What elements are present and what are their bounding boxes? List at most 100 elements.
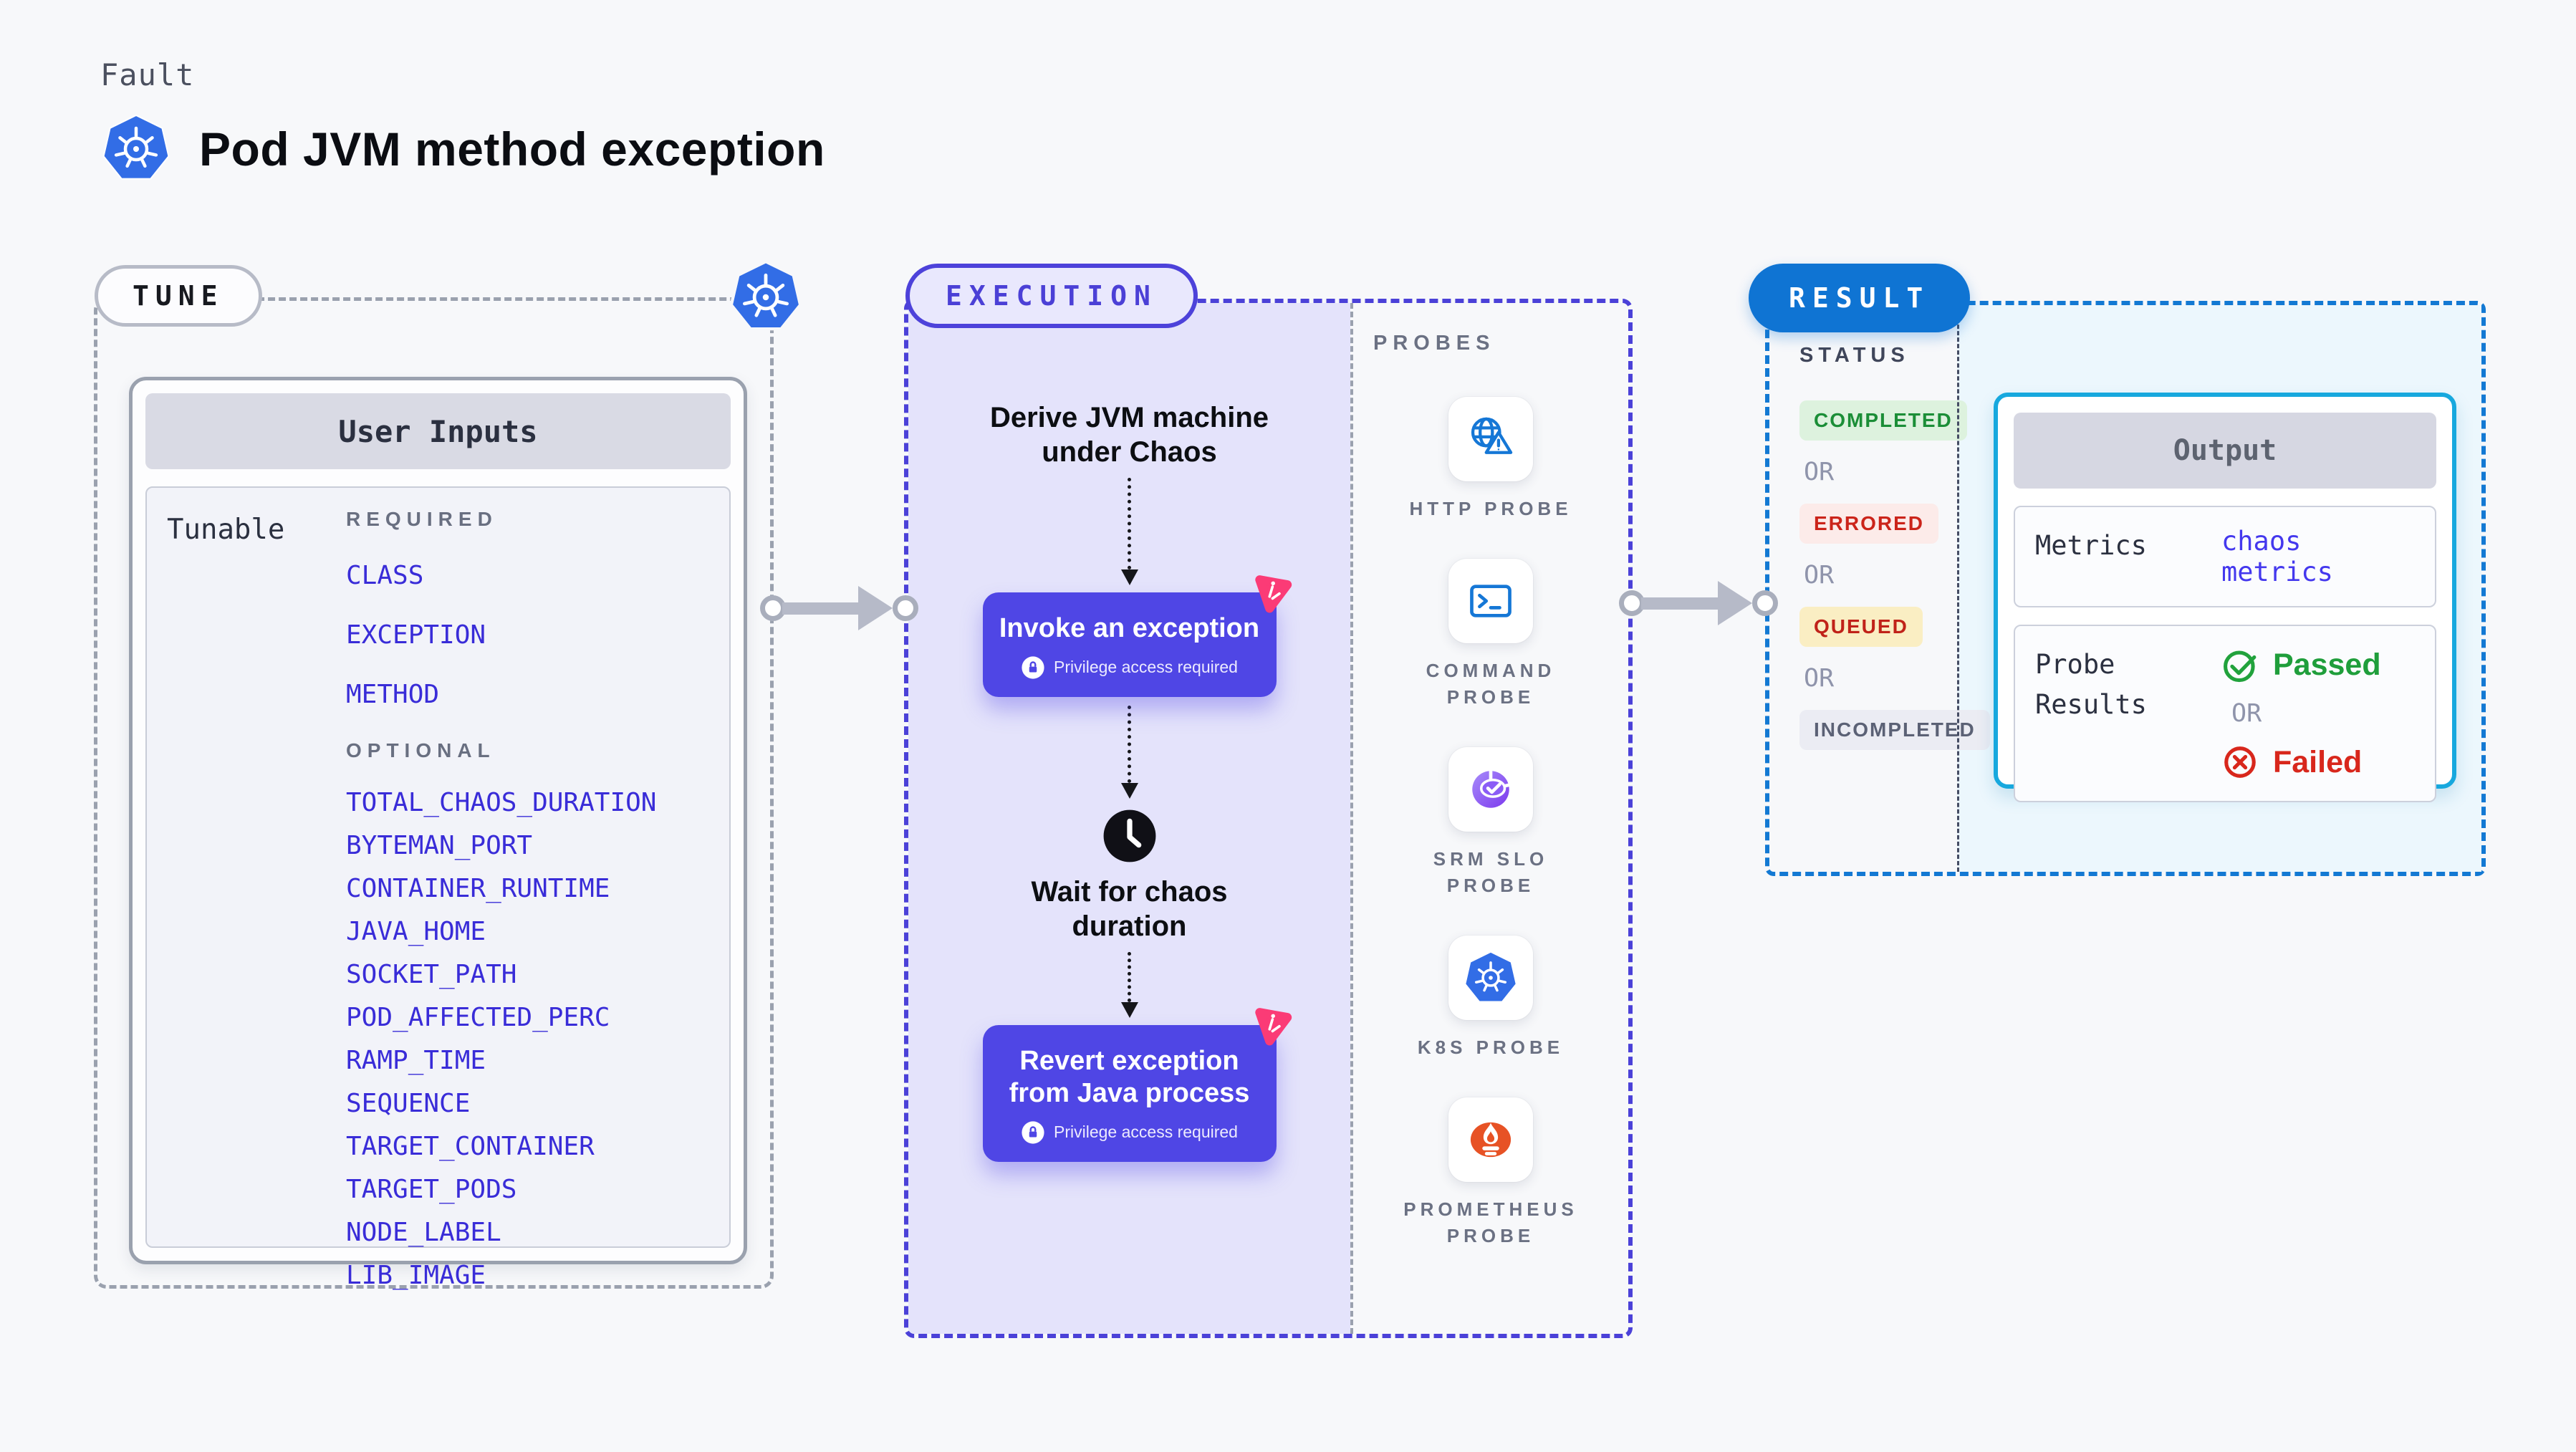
probe-card bbox=[1448, 747, 1533, 832]
param-link[interactable]: CLASS bbox=[346, 561, 424, 590]
passed-line: Passed bbox=[2220, 645, 2415, 685]
probes-divider bbox=[1350, 303, 1353, 1334]
revert-button-label: Revert exception from Java process bbox=[1009, 1045, 1250, 1109]
or-separator: OR bbox=[1804, 561, 1835, 590]
param-link[interactable]: SEQUENCE bbox=[346, 1089, 471, 1118]
param-link[interactable]: EXCEPTION bbox=[346, 620, 486, 650]
kubernetes-icon bbox=[1466, 952, 1516, 1001]
optional-group-label: OPTIONAL bbox=[346, 739, 496, 761]
or-separator: OR bbox=[1804, 664, 1835, 693]
tune-section-pill: TUNE bbox=[95, 265, 262, 327]
user-inputs-body: Tunable REQUIRED CLASS EXCEPTION METHOD OP… bbox=[145, 486, 731, 1290]
flow-arrow-down bbox=[1120, 951, 1138, 1018]
status-list: COMPLETED OR ERRORED OR QUEUED OR INCOMP… bbox=[1799, 400, 1990, 750]
lock-icon bbox=[1022, 1121, 1044, 1144]
param-link[interactable]: METHOD bbox=[346, 680, 440, 709]
clock-icon bbox=[1103, 809, 1155, 862]
probe-item: PROMETHEUS PROBE bbox=[1401, 1097, 1580, 1249]
tune-to-execution-arrow bbox=[760, 582, 918, 634]
probe-card bbox=[1448, 559, 1533, 644]
param-link[interactable]: TOTAL_CHAOS_DURATION bbox=[346, 788, 657, 817]
passed-label: Passed bbox=[2273, 647, 2381, 682]
litmus-chaos-icon bbox=[1254, 1007, 1292, 1046]
probe-label: SRM SLO PROBE bbox=[1433, 848, 1549, 896]
probe-results-label: Probe Results bbox=[2035, 649, 2147, 720]
param-link[interactable]: CONTAINER_RUNTIME bbox=[346, 874, 610, 903]
required-group-label: REQUIRED bbox=[346, 508, 498, 530]
status-item: ERRORED OR bbox=[1799, 504, 1957, 590]
status-badge: ERRORED bbox=[1799, 504, 1939, 544]
required-params-list: CLASS EXCEPTION METHOD bbox=[346, 561, 729, 709]
param-link[interactable]: TARGET_PODS bbox=[346, 1175, 517, 1204]
kubernetes-icon bbox=[729, 259, 802, 331]
probe-item: HTTP PROBE bbox=[1409, 397, 1572, 521]
terminal-icon bbox=[1470, 585, 1512, 618]
status-column: STATUS COMPLETED OR ERRORED OR QUEUED OR… bbox=[1769, 305, 1990, 750]
param-link[interactable]: TARGET_CONTAINER bbox=[346, 1132, 595, 1161]
flow-arrow-down bbox=[1120, 478, 1138, 585]
wait-step-label: Wait for chaos duration bbox=[1031, 875, 1228, 942]
param-link[interactable]: LIB_IMAGE bbox=[346, 1261, 486, 1290]
litmus-chaos-icon bbox=[1254, 575, 1292, 613]
metrics-label: Metrics bbox=[2035, 530, 2147, 561]
tunable-label: Tunable bbox=[167, 514, 285, 546]
status-item: INCOMPLETED OR bbox=[1799, 710, 1990, 750]
param-link[interactable]: JAVA_HOME bbox=[346, 917, 486, 946]
flow-arrow-down bbox=[1120, 705, 1138, 799]
invoke-button-label: Invoke an exception bbox=[999, 613, 1260, 643]
user-inputs-title: User Inputs bbox=[145, 393, 731, 469]
metrics-row: Metrics chaos metrics bbox=[2014, 506, 2436, 607]
probe-label: PROMETHEUS PROBE bbox=[1403, 1198, 1578, 1246]
probe-results-values: Passed OR Failed bbox=[2213, 645, 2415, 782]
probe-label: HTTP PROBE bbox=[1409, 498, 1572, 519]
chaos-metrics-link[interactable]: chaos metrics bbox=[2221, 526, 2333, 587]
or-separator: OR bbox=[2231, 699, 2262, 728]
status-badge: COMPLETED bbox=[1799, 400, 1967, 441]
execution-flow-area: Derive JVM machine under Chaos Invoke an… bbox=[908, 303, 1350, 1334]
execution-section-box: Derive JVM machine under Chaos Invoke an… bbox=[904, 299, 1633, 1338]
invoke-exception-button[interactable]: Invoke an exception Privilege access req… bbox=[982, 575, 1292, 697]
revert-privilege-note: Privilege access required bbox=[1054, 1122, 1238, 1142]
check-circle-icon bbox=[2224, 650, 2257, 683]
tune-section-box bbox=[94, 297, 774, 1289]
status-item: QUEUED OR bbox=[1799, 607, 1957, 693]
execution-section-pill: EXECUTION bbox=[905, 264, 1198, 328]
output-card-title: Output bbox=[2014, 413, 2436, 489]
param-link[interactable]: NODE_LABEL bbox=[346, 1218, 501, 1247]
slo-check-icon bbox=[1472, 769, 1512, 808]
x-circle-icon bbox=[2224, 746, 2256, 778]
param-link[interactable]: RAMP_TIME bbox=[346, 1046, 486, 1075]
probes-column-label: PROBES bbox=[1373, 332, 1496, 355]
probe-results-row: Probe Results Passed OR Failed bbox=[2014, 625, 2436, 802]
failed-label: Failed bbox=[2273, 744, 2363, 779]
result-section-pill: RESULT bbox=[1749, 264, 1971, 332]
param-link[interactable]: SOCKET_PATH bbox=[346, 960, 517, 989]
status-badge: QUEUED bbox=[1799, 607, 1923, 647]
kubernetes-icon bbox=[102, 114, 170, 180]
arrow-shaft bbox=[782, 602, 862, 615]
invoke-privilege-note: Privilege access required bbox=[1054, 658, 1238, 677]
parameters-column: REQUIRED CLASS EXCEPTION METHOD OPTIONAL T… bbox=[346, 508, 729, 1290]
connector-node bbox=[1752, 590, 1778, 616]
arrow-head bbox=[1718, 581, 1752, 625]
optional-params-list: TOTAL_CHAOS_DURATION BYTEMAN_PORT CONTAINE… bbox=[346, 788, 729, 1290]
revert-exception-button[interactable]: Revert exception from Java process Privi… bbox=[982, 1007, 1292, 1162]
probe-card bbox=[1448, 935, 1533, 1020]
or-separator: OR bbox=[1804, 458, 1835, 486]
page-header: Pod JVM method exception bbox=[100, 113, 825, 185]
globe-alert-icon bbox=[1471, 417, 1513, 454]
probe-label: COMMAND PROBE bbox=[1426, 660, 1556, 708]
prometheus-icon bbox=[1470, 1122, 1512, 1158]
output-card: Output Metrics chaos metrics Probe Resul… bbox=[1994, 393, 2456, 802]
lock-icon bbox=[1022, 656, 1044, 679]
failed-line: Failed bbox=[2220, 742, 2415, 782]
probe-item: K8S PROBE bbox=[1418, 935, 1564, 1060]
probe-card bbox=[1448, 1097, 1533, 1183]
probe-item: SRM SLO PROBE bbox=[1401, 747, 1580, 898]
probe-item: COMMAND PROBE bbox=[1401, 559, 1580, 710]
param-link[interactable]: BYTEMAN_PORT bbox=[346, 831, 533, 860]
probe-card bbox=[1448, 397, 1533, 481]
param-link[interactable]: POD_AFFECTED_PERC bbox=[346, 1003, 610, 1032]
status-badge: INCOMPLETED bbox=[1799, 710, 1990, 750]
result-section-box: STATUS COMPLETED OR ERRORED OR QUEUED OR… bbox=[1765, 301, 2486, 876]
